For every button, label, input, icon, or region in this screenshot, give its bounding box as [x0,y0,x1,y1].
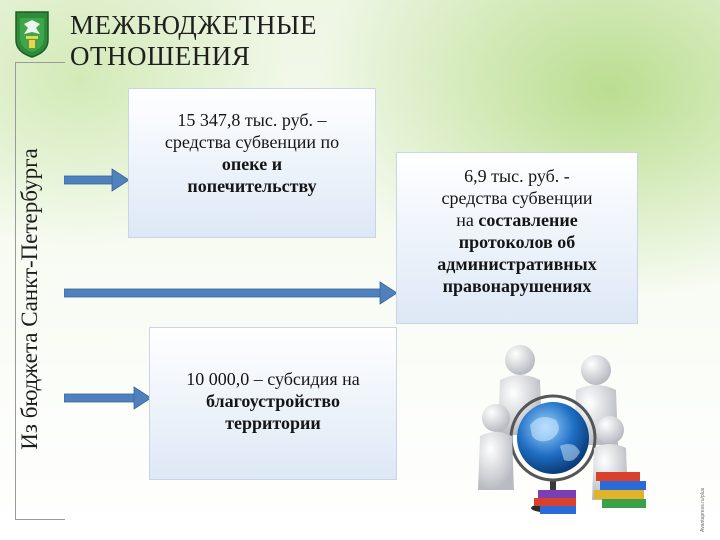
protocols-amount: 6,9 тыс. руб. - [464,166,570,186]
guardianship-subvention-box: 15 347,8 тыс. руб. – средства субвенции … [128,88,376,238]
arrow-to-improvement-subsidy [64,386,152,410]
improvement-bold-1: благоустройство [206,391,340,411]
protocols-mixed-bold: составление [478,210,578,230]
guardianship-line-2: средства субвенции по [164,132,340,152]
improvement-subsidy-box: 10 000,0 – субсидия на благоустройство т… [149,327,397,480]
protocols-line-2: средства субвенции [441,188,593,208]
guardianship-amount: 15 347,8 тыс. руб. – [177,110,327,130]
coat-of-arms-icon [15,11,49,58]
page-title: МЕЖБЮДЖЕТНЫЕ ОТНОШЕНИЯ [70,10,317,72]
improvement-bold-2: территории [225,413,321,433]
source-frame [15,62,65,520]
protocols-bold-1: протоколов об [458,232,576,252]
source-label: Из бюджета Санкт-Петербурга [17,148,42,450]
guardianship-bold-2: попечительству [187,176,317,196]
protocols-bold-2: административных [437,254,597,274]
credit-text: Avantapress.ru/plus [700,487,706,532]
protocols-bold-3: правонарушениях [442,276,592,296]
title-line-1: МЕЖБЮДЖЕТНЫЕ [70,10,318,40]
title-line-2: ОТНОШЕНИЯ [70,41,251,71]
protocols-subvention-box: 6,9 тыс. руб. - средства субвенции на со… [396,152,638,324]
improvement-amount: 10 000,0 – субсидия на [186,369,360,389]
arrow-to-guardianship-subvention [64,168,130,192]
arrow-to-protocols-subvention [64,281,398,305]
guardianship-bold-1: опеке и [221,154,283,174]
people-globe-books-icon [478,345,646,514]
protocols-mixed-plain: на [456,210,479,230]
